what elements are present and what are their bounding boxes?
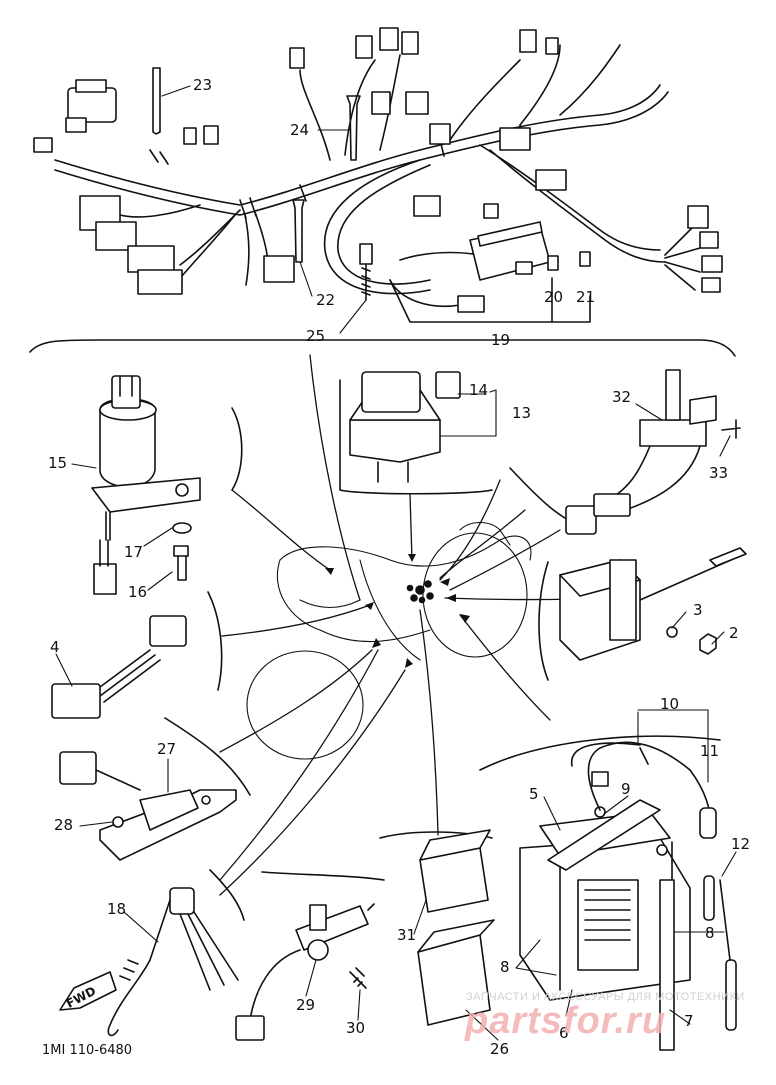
callout-30: 30 <box>346 1019 366 1037</box>
callout-16: 16 <box>128 583 148 601</box>
callout-21: 21 <box>576 288 596 306</box>
callout-6: 6 <box>559 1024 569 1042</box>
callout-4: 4 <box>50 638 60 656</box>
ignition-switch <box>91 375 201 595</box>
connector-lead <box>51 615 187 719</box>
callout-5: 5 <box>529 785 539 803</box>
callout-19: 19 <box>491 331 511 349</box>
callout-14: 14 <box>469 381 489 399</box>
callout-10: 10 <box>660 695 680 713</box>
central-connector-cluster <box>406 580 434 604</box>
leader-lines <box>219 354 611 896</box>
forward-direction-label: FWD <box>63 983 99 1011</box>
relay-31 <box>419 829 491 913</box>
callout-2: 2 <box>729 624 739 642</box>
callout-11: 11 <box>700 742 720 760</box>
callout-28: 28 <box>54 816 74 834</box>
watermark-text: ЗАПЧАСТИ И АКСЕССУАРЫ ДЛЯ МОТОТЕХНИКИ <box>466 991 745 1003</box>
harness-connectors <box>33 27 723 313</box>
drawing-code: 1MI 110-6480 <box>42 1043 133 1058</box>
watermark-logo: partsfor.ru <box>465 1000 667 1042</box>
callout-33: 33 <box>709 464 729 482</box>
relay-13 <box>349 371 461 483</box>
callout-leaders <box>55 85 737 1041</box>
screw <box>349 967 367 989</box>
fuse-box <box>469 221 591 281</box>
sensor-unit <box>565 369 741 535</box>
starter-relay <box>559 547 747 661</box>
wire-harness <box>54 44 701 308</box>
callout-32: 32 <box>612 388 632 406</box>
callout-17: 17 <box>124 543 144 561</box>
callout-18: 18 <box>107 900 127 918</box>
cable-ties <box>152 67 373 301</box>
callout-31: 31 <box>397 926 417 944</box>
ignition-hardware <box>172 522 192 581</box>
callout-3: 3 <box>693 601 703 619</box>
callout-25: 25 <box>306 327 326 345</box>
callout-23: 23 <box>193 76 213 94</box>
callout-29: 29 <box>296 996 316 1014</box>
callout-13: 13 <box>512 404 532 422</box>
callout-8-b: 8 <box>500 958 510 976</box>
relay-26 <box>417 919 495 1026</box>
callout-8: 8 <box>705 924 715 942</box>
callout-12: 12 <box>731 835 751 853</box>
callout-19-bracket <box>389 277 591 323</box>
callout-24: 24 <box>290 121 310 139</box>
callout-26: 26 <box>490 1040 510 1058</box>
leader-arrowheads <box>325 554 470 668</box>
forward-arrow <box>59 971 117 1011</box>
callout-27: 27 <box>157 740 177 758</box>
callout-7: 7 <box>684 1012 694 1030</box>
callout-15: 15 <box>48 454 68 472</box>
callout-9: 9 <box>621 780 631 798</box>
battery-assembly <box>519 799 737 1051</box>
battery-cables <box>571 741 717 839</box>
neutral-switch <box>107 887 239 1037</box>
motorcycle-outline <box>246 521 532 760</box>
section-divider <box>29 339 736 357</box>
callout-22: 22 <box>316 291 336 309</box>
bracket-connector <box>59 751 237 861</box>
callout-20: 20 <box>544 288 564 306</box>
brake-switch <box>235 903 375 1041</box>
